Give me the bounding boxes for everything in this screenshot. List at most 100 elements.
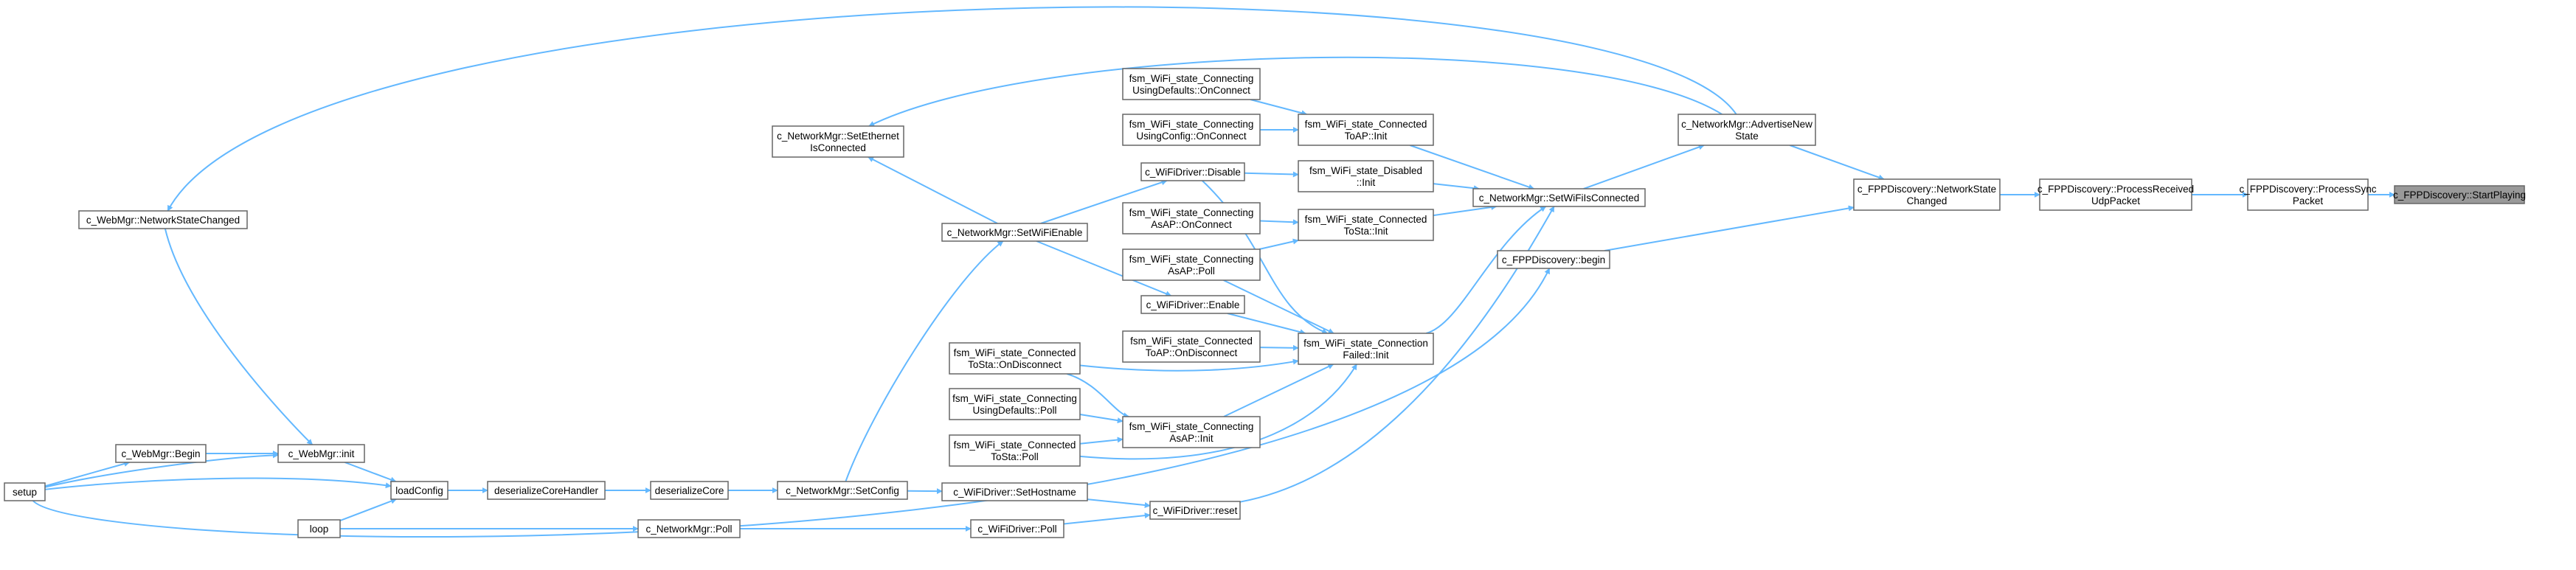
node-label: ToSta::Poll [991, 451, 1039, 462]
edge-setWiFiIsConnected-to-advertiseNewState [1583, 144, 1705, 190]
edge-toStaPoll-to-asAPInit [1079, 437, 1123, 445]
node-loop[interactable]: loop [297, 519, 341, 538]
node-label: c_WiFiDriver::Poll [977, 524, 1056, 535]
node-usingConfigOnConnect[interactable]: fsm_WiFi_state_ConnectingUsingConfig::On… [1122, 114, 1261, 146]
node-box [1298, 160, 1434, 192]
node-label: c_WebMgr::init [288, 448, 355, 459]
node-box [949, 388, 1081, 420]
node-webMgrNetworkState[interactable]: c_WebMgr::NetworkStateChanged [78, 210, 248, 229]
node-box [2394, 185, 2525, 204]
node-box [637, 519, 741, 538]
node-label: State [1735, 131, 1759, 142]
edge-toStaOnDisconnect-to-connFailedInit [1079, 358, 1299, 372]
edge-setup-to-fppBegin [32, 268, 1551, 538]
node-toAPOnDisconnect[interactable]: fsm_WiFi_state_ConnectedToAP::OnDisconne… [1122, 330, 1261, 363]
node-box [1298, 209, 1434, 241]
node-box [115, 444, 207, 463]
node-label: c_NetworkMgr::SetWiFiEnable [947, 227, 1083, 238]
node-label: setup [13, 487, 37, 498]
node-label: c_WebMgr::Begin [121, 448, 200, 459]
node-box [390, 481, 449, 500]
edge-setup-to-webMgrBegin [44, 461, 131, 487]
edge-toStaOnDisconnect-to-asAPInit [1066, 373, 1129, 419]
node-label: fsm_WiFi_state_Disabled [1309, 165, 1422, 176]
node-loadConfig[interactable]: loadConfig [390, 481, 449, 500]
node-label: loadConfig [395, 485, 443, 496]
node-setup[interactable]: setup [4, 482, 46, 501]
node-netMgrPoll[interactable]: c_NetworkMgr::Poll [637, 519, 741, 538]
node-box [1122, 248, 1261, 281]
edge-fppBegin-to-networkStateChanged [1604, 205, 1855, 251]
node-box [487, 481, 606, 500]
edge-setConfig-to-setWiFiEnable [845, 240, 1004, 482]
node-label: IsConnected [810, 142, 866, 153]
node-box [1298, 333, 1434, 365]
node-wifiDriverDisable[interactable]: c_WiFiDriver::Disable [1140, 162, 1245, 181]
node-wifiDriverReset[interactable]: c_WiFiDriver::reset [1149, 501, 1241, 520]
node-box [941, 223, 1088, 242]
node-box [1122, 330, 1261, 363]
node-wifiDriverPoll[interactable]: c_WiFiDriver::Poll [970, 519, 1064, 538]
node-label: ::Init [1357, 177, 1376, 188]
node-networkStateChanged[interactable]: c_FPPDiscovery::NetworkStateChanged [1853, 178, 2001, 211]
node-label: ToSta::Init [1343, 226, 1388, 237]
edge-setup-to-webMgrInit [44, 452, 279, 488]
node-label: c_NetworkMgr::Poll [645, 524, 732, 535]
node-label: ToAP::Init [1345, 131, 1388, 142]
node-label: fsm_WiFi_state_Connecting [1129, 119, 1254, 130]
node-label: fsm_WiFi_state_Connected [1130, 336, 1253, 347]
edge-webMgrInit-to-loadConfig [344, 462, 397, 483]
node-label: fsm_WiFi_state_Connected [1305, 119, 1427, 130]
node-box [297, 519, 341, 538]
node-label: c_FPPDiscovery::ProcessReceived [2037, 184, 2194, 195]
node-setHostname[interactable]: c_WiFiDriver::SetHostname [941, 482, 1088, 501]
node-label: AsAP::OnConnect [1151, 219, 1232, 230]
node-box [1122, 114, 1261, 146]
edge-setWiFiEnable-to-wifiDriverEnable [1036, 240, 1172, 296]
node-setConfig[interactable]: c_NetworkMgr::SetConfig [777, 481, 908, 500]
node-usingDefaultsOnConnect[interactable]: fsm_WiFi_state_ConnectingUsingDefaults::… [1122, 68, 1261, 100]
node-label: fsm_WiFi_state_Connected [954, 347, 1076, 358]
node-box [2039, 178, 2192, 211]
node-fppBegin[interactable]: c_FPPDiscovery::begin [1497, 250, 1610, 269]
node-label: c_WiFiDriver::SetHostname [953, 487, 1076, 498]
node-wifiDisabledInit[interactable]: fsm_WiFi_state_Disabled::Init [1298, 160, 1434, 192]
node-label: c_FPPDiscovery::begin [1502, 254, 1605, 265]
node-label: AsAP::Init [1169, 433, 1213, 444]
node-startPlaying[interactable]: c_FPPDiscovery::StartPlaying [2393, 185, 2526, 204]
node-label: UsingDefaults::Poll [972, 405, 1056, 416]
edge-asAPPoll-to-wifiConnToStaInit [1258, 238, 1299, 250]
node-box [1140, 295, 1245, 314]
node-box [1122, 416, 1261, 448]
node-label: c_FPPDiscovery::NetworkState [1857, 184, 1996, 195]
node-setWiFiIsConnected[interactable]: c_NetworkMgr::SetWiFiIsConnected [1472, 188, 1646, 207]
node-label: fsm_WiFi_state_Connecting [1129, 421, 1254, 432]
edge-setWiFiEnable-to-setEthernetConnected [868, 156, 998, 224]
node-toStaOnDisconnect[interactable]: fsm_WiFi_state_ConnectedToSta::OnDisconn… [949, 342, 1081, 375]
node-deserializeCore[interactable]: deserializeCore [650, 481, 729, 500]
node-wifiDriverEnable[interactable]: c_WiFiDriver::Enable [1140, 295, 1245, 314]
node-webMgrBegin[interactable]: c_WebMgr::Begin [115, 444, 207, 463]
edge-usingDefaultsPoll-to-asAPInit [1079, 414, 1123, 424]
node-usingDefaultsPoll[interactable]: fsm_WiFi_state_ConnectingUsingDefaults::… [949, 388, 1081, 420]
edge-setWiFiEnable-to-wifiDriverDisable [1040, 179, 1168, 224]
node-label: fsm_WiFi_state_Connecting [1129, 207, 1254, 218]
node-webMgrInit[interactable]: c_WebMgr::init [277, 444, 365, 463]
node-box [1853, 178, 2001, 211]
edge-setHostname-to-wifiDriverReset [1087, 498, 1151, 509]
node-setWiFiEnable[interactable]: c_NetworkMgr::SetWiFiEnable [941, 223, 1088, 242]
node-label: c_NetworkMgr::AdvertiseNew [1681, 119, 1812, 130]
node-label: c_WebMgr::NetworkStateChanged [86, 215, 240, 226]
node-deserializeCoreHandler[interactable]: deserializeCoreHandler [487, 481, 606, 500]
